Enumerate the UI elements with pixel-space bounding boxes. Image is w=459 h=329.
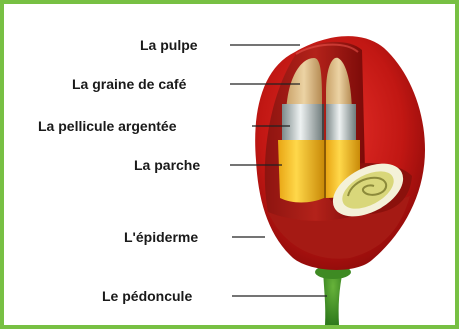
label-epidermis: L'épiderme [124, 229, 198, 245]
label-silver-skin: La pellicule argentée [38, 118, 177, 134]
label-parchment: La parche [134, 157, 200, 173]
peduncle-stem [315, 265, 351, 325]
silver-skin-band [282, 104, 356, 142]
label-coffee-seed: La graine de café [72, 76, 186, 92]
label-pulp: La pulpe [140, 37, 198, 53]
label-peduncle: Le pédoncule [102, 288, 192, 304]
